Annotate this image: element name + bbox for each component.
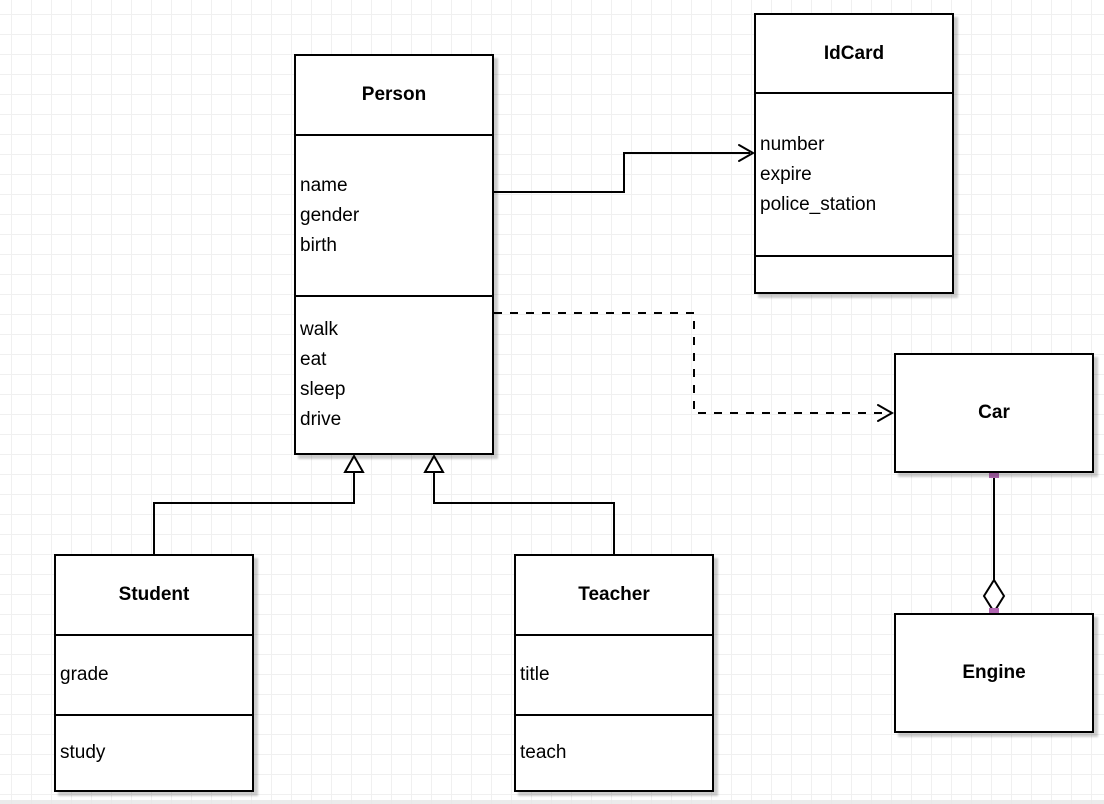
class-person-title: Person [361, 84, 427, 105]
edge-line [433, 472, 615, 554]
attribute-line: birth [300, 234, 337, 256]
open-arrowhead-icon [877, 404, 895, 422]
class-person-methods: walk eat sleep drive [296, 295, 492, 453]
class-student-attributes: grade [56, 634, 252, 714]
attribute-line: title [520, 664, 550, 685]
attribute-line: police_station [760, 193, 877, 215]
edge-person-idcard-association[interactable] [494, 144, 756, 193]
edge-line [494, 152, 750, 193]
class-engine-title: Engine [962, 662, 1026, 683]
class-teacher-attributes: title [516, 634, 712, 714]
page-boundary [0, 800, 1104, 804]
class-idcard-attributes: number expire police_station [756, 92, 952, 255]
class-person[interactable]: Person name gender birth walk eat sleep … [294, 54, 494, 455]
class-student-title: Student [118, 584, 190, 605]
attribute-line: number [760, 133, 825, 155]
method-line: sleep [300, 379, 346, 400]
class-idcard[interactable]: IdCard number expire police_station [754, 13, 954, 294]
class-idcard-title: IdCard [823, 42, 885, 64]
class-teacher[interactable]: Teacher title teach [514, 554, 714, 792]
method-line: walk [300, 319, 339, 340]
edge-line [153, 472, 355, 554]
class-car-title: Car [978, 402, 1010, 423]
method-line: teach [520, 742, 567, 763]
class-teacher-title: Teacher [578, 584, 650, 605]
hollow-triangle-icon [423, 453, 445, 473]
edge-student-person-generalization[interactable] [153, 453, 365, 554]
attribute-line: name [300, 174, 348, 196]
class-student[interactable]: Student grade study [54, 554, 254, 792]
edge-person-car-dependency[interactable] [494, 312, 895, 422]
edge-teacher-person-generalization[interactable] [423, 453, 615, 554]
method-line: study [60, 742, 106, 763]
class-person-attributes: name gender birth [296, 134, 492, 295]
method-line: drive [300, 409, 342, 430]
attribute-line: grade [60, 664, 109, 685]
attribute-line: expire [760, 163, 812, 185]
class-engine[interactable]: Engine [894, 613, 1094, 733]
hollow-diamond-icon [982, 578, 1006, 614]
class-idcard-methods [756, 255, 952, 292]
attribute-line: gender [300, 204, 360, 226]
class-student-methods: study [56, 714, 252, 790]
hollow-triangle-icon [343, 453, 365, 473]
edge-car-engine-aggregation[interactable] [982, 468, 1006, 618]
edge-line [494, 312, 888, 414]
class-teacher-methods: teach [516, 714, 712, 790]
class-car[interactable]: Car [894, 353, 1094, 473]
open-arrowhead-icon [738, 144, 756, 162]
method-line: eat [300, 349, 327, 370]
